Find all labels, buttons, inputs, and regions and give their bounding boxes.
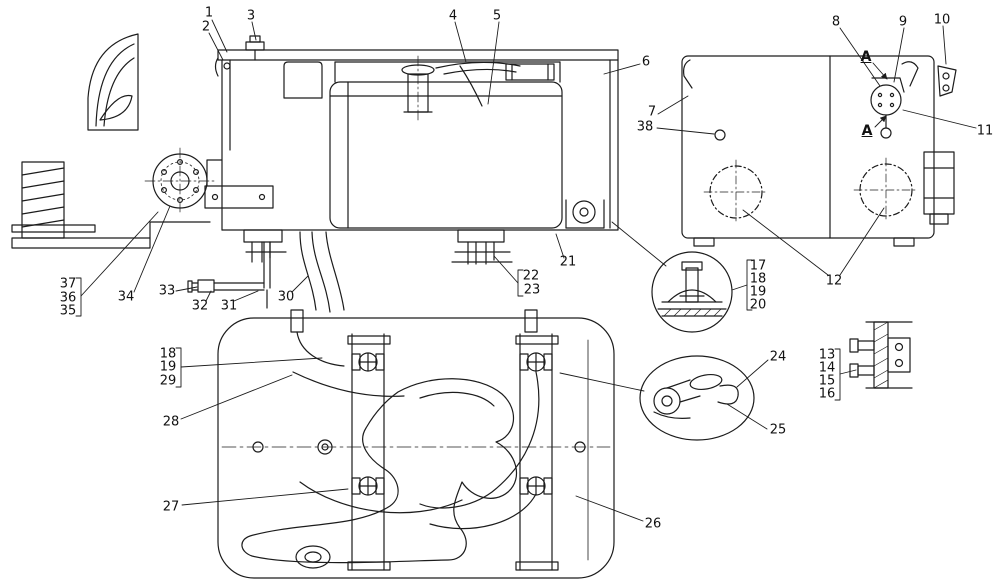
foot-right	[893, 237, 915, 247]
bellows	[21, 161, 65, 239]
drain-bosses	[252, 439, 586, 455]
top-bracket	[937, 65, 957, 97]
tank-openings	[709, 163, 913, 219]
end-view	[681, 55, 957, 247]
front-mount	[243, 229, 287, 263]
pump	[144, 147, 274, 215]
rear-bracket	[565, 199, 605, 229]
fender-outline	[87, 33, 139, 131]
strap-clamp-2	[519, 352, 553, 372]
drain-lines	[187, 231, 345, 313]
top-plate	[214, 49, 619, 231]
strap-clamp-3	[351, 476, 385, 496]
filler-cap	[245, 35, 265, 61]
tab-right	[524, 309, 538, 333]
filler-neck	[401, 55, 521, 123]
junction-box	[283, 61, 323, 99]
tab-left	[290, 309, 304, 333]
side-pump	[923, 151, 955, 225]
breather	[870, 61, 919, 139]
side-view	[11, 33, 619, 313]
strap-clamp-1	[351, 352, 385, 372]
foot-left	[693, 237, 715, 247]
rear-mount	[451, 229, 513, 265]
strap-clamp-4	[519, 476, 553, 496]
detail-bracket	[849, 321, 913, 389]
tank-top-bracket	[505, 63, 555, 81]
tank-body	[329, 61, 563, 229]
detail-lever	[639, 355, 755, 441]
bottom-port	[295, 545, 331, 569]
frame-rails	[11, 221, 211, 249]
tank-bottom-contour	[241, 378, 518, 564]
leader-lines	[75, 19, 977, 522]
bottom-view	[217, 309, 615, 579]
strap-rails	[347, 333, 559, 571]
detail-clamp	[651, 251, 733, 333]
bottom-hoses	[292, 331, 540, 530]
plug-38	[714, 129, 726, 141]
